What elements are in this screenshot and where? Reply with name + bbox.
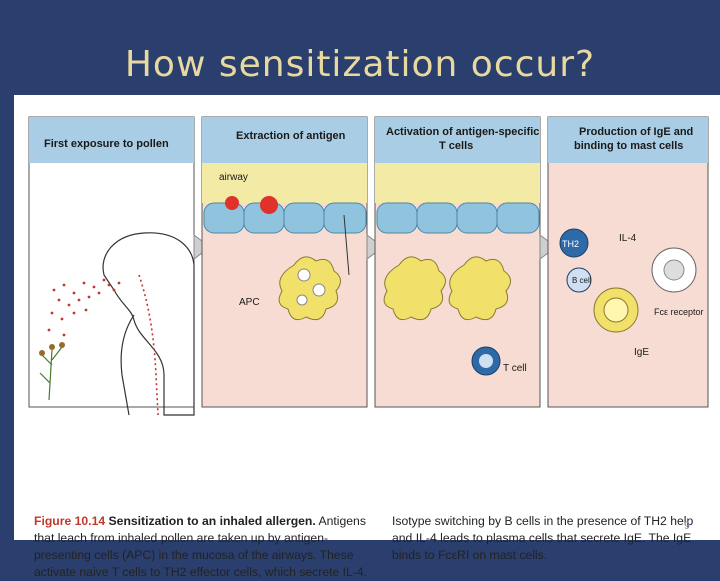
figure-title: Sensitization to an inhaled allergen. [108,514,316,528]
airway-label: airway [219,172,248,183]
page-number: 9 [683,520,690,532]
pollen-particles [47,278,121,337]
figure-area: First exposure to pollen [14,95,720,579]
figure-illustration: First exposure to pollen [28,116,709,416]
caption-left: Figure 10.14 Sensitization to an inhaled… [34,513,384,581]
b-cell-label: B cell [572,276,592,285]
caption-right: Isotype switching by B cells in the pres… [392,514,694,562]
airway-path [138,274,159,416]
panel-3-title-line2: T cells [439,140,473,152]
person-silhouette [102,232,195,416]
panel-2-title: Extraction of antigen [236,130,346,142]
panel-3-title-line1: Activation of antigen-specific [386,126,539,138]
panel-activation: Activation of antigen-specific T cells T… [374,116,541,408]
ige-label: IgE [634,347,649,358]
panel-4-title-line1: Production of IgE and [579,126,693,138]
fce-receptor-label: Fcε receptor [654,307,704,317]
t-cell-label: T cell [503,363,527,374]
figure-number: Figure 10.14 [34,514,106,528]
il4-label: IL-4 [619,233,637,244]
apc-label: APC [239,297,260,308]
panel-4-title-line2: binding to mast cells [574,140,683,152]
th2-label: TH2 [562,239,579,249]
th2-cell [559,228,589,258]
panel-first-exposure: First exposure to pollen [28,116,195,416]
apc-cell [278,256,341,321]
slide-title: How sensitization occur? [124,44,596,85]
panel-production: Production of IgE and binding to mast ce… [547,116,709,408]
pollen-plant [39,342,65,401]
panel-extraction: Extraction of antigen airway APC [201,116,368,408]
b-cell [566,267,592,293]
panel-1-title: First exposure to pollen [44,138,169,150]
